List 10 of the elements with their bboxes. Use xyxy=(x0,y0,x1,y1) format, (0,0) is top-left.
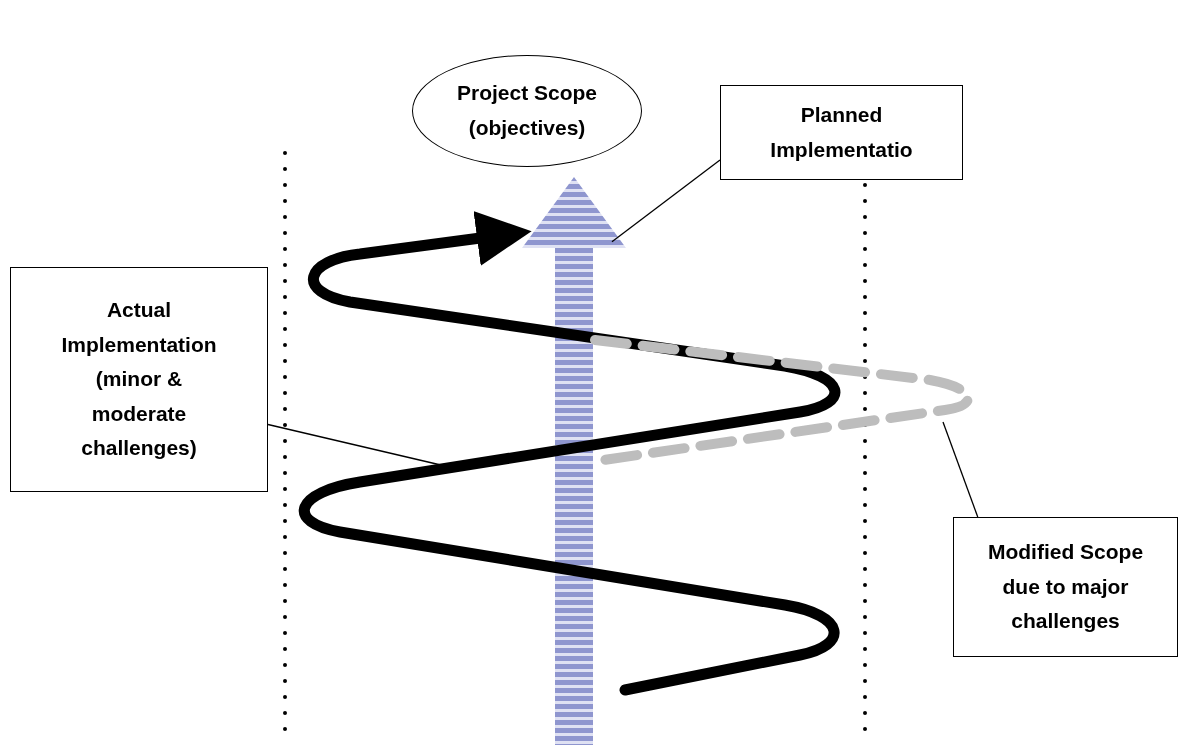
node-text: Modified Scope due to major challenges xyxy=(986,539,1145,635)
leader-line xyxy=(611,159,721,243)
striped-arrow xyxy=(522,177,626,745)
callout-box xyxy=(720,85,963,180)
callout-box xyxy=(953,517,1178,657)
node-text: Planned Implementatio xyxy=(769,101,914,163)
callout-box xyxy=(10,267,268,492)
node-text: Actual Implementation (minor & moderate challenges) xyxy=(60,296,218,462)
leader-line xyxy=(942,421,979,518)
node-text: Project Scope (objectives) xyxy=(455,80,599,141)
